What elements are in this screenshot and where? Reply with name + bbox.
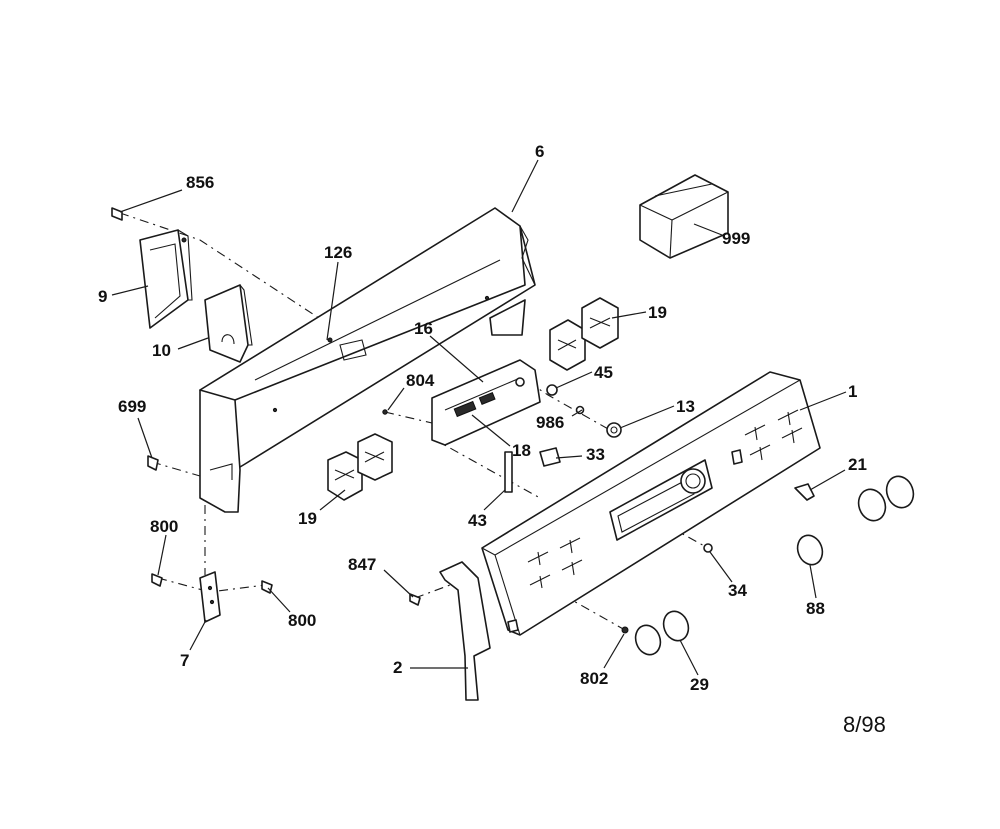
callout-800-left: 800 (150, 517, 178, 536)
date-code: 8/98 (843, 712, 886, 737)
callout-labels: 856 9 10 126 6 999 19 16 804 45 699 986 … (98, 142, 867, 694)
callout-847: 847 (348, 555, 376, 574)
part-6-backguard-frame (199, 207, 536, 513)
callout-856: 856 (186, 173, 214, 192)
part-10-bracket-plate (204, 284, 253, 363)
callout-802: 802 (580, 669, 608, 688)
callout-43: 43 (468, 511, 487, 530)
callout-19-lower: 19 (298, 509, 317, 528)
callout-999: 999 (722, 229, 750, 248)
part-7-bracket (199, 571, 221, 623)
small-hardware (111, 207, 713, 634)
callout-88: 88 (806, 599, 825, 618)
callout-126: 126 (324, 243, 352, 262)
callout-45: 45 (594, 363, 613, 382)
callout-13: 13 (676, 397, 695, 416)
callout-7: 7 (180, 651, 189, 670)
part-1-control-panel (481, 371, 821, 636)
callout-33: 33 (586, 445, 605, 464)
knobs (634, 475, 915, 656)
callout-34: 34 (728, 581, 747, 600)
callout-21: 21 (848, 455, 867, 474)
callout-9: 9 (98, 287, 107, 306)
part-999-box (639, 174, 729, 259)
callout-804: 804 (406, 371, 435, 390)
callout-29: 29 (690, 675, 709, 694)
alignment-lines (119, 212, 709, 631)
part-9-bracket (139, 229, 193, 329)
callout-986: 986 (536, 413, 564, 432)
callout-1: 1 (848, 382, 857, 401)
leader-lines (111, 159, 847, 676)
part-16-control-board (431, 359, 541, 446)
callout-2: 2 (393, 658, 402, 677)
callout-19-upper: 19 (648, 303, 667, 322)
part-19-switch-pair-upper (549, 297, 619, 371)
part-2-side-trim (439, 561, 491, 701)
callout-800-right: 800 (288, 611, 316, 630)
callout-18: 18 (512, 441, 531, 460)
callout-16: 16 (414, 319, 433, 338)
screw-856 (111, 207, 123, 221)
callout-699: 699 (118, 397, 146, 416)
callout-10: 10 (152, 341, 171, 360)
part-19-switch-pair-lower (327, 433, 393, 501)
callout-6: 6 (535, 142, 544, 161)
